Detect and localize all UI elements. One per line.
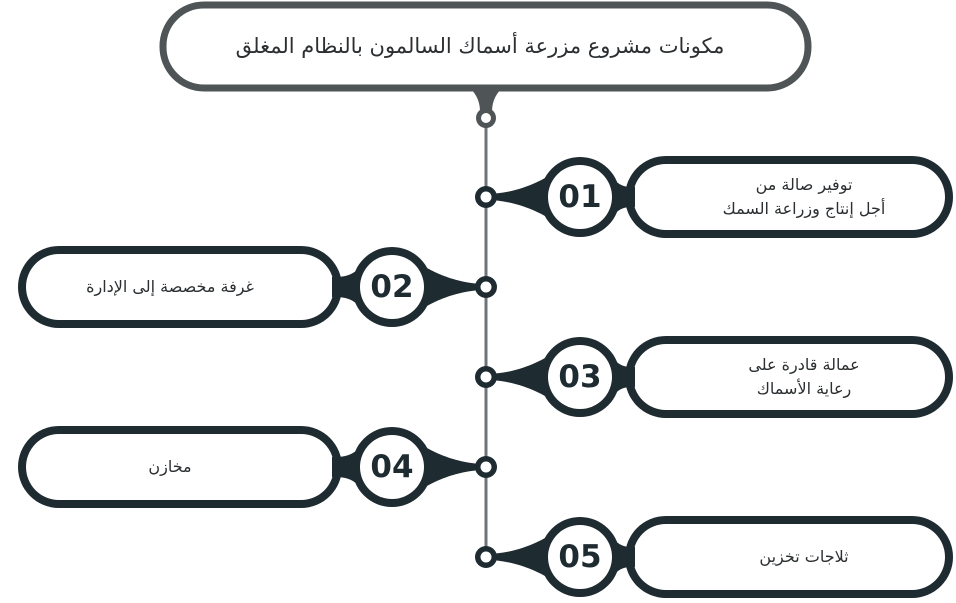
spine-node-dot — [480, 461, 492, 473]
number-circle — [360, 255, 424, 319]
item-label: توفير صالة من أجل إنتاج وزراعة السمك — [722, 175, 886, 218]
item-pill — [26, 254, 334, 320]
item-number: 01 — [558, 179, 602, 215]
diagram-title: مكونات مشروع مزرعة أسماك السالمون بالنظا… — [235, 34, 725, 58]
item-label: غرفة مخصصة إلى الإدارة — [86, 277, 254, 296]
spine-node-dot — [480, 371, 492, 383]
spine-node-dot — [480, 191, 492, 203]
item-number: 04 — [370, 449, 414, 485]
item-pill — [633, 344, 945, 410]
item-connector — [422, 265, 486, 309]
item-pill — [633, 164, 945, 230]
spine-top-node-dot — [481, 113, 491, 123]
spine-node-dot — [480, 281, 492, 293]
item-number: 05 — [558, 539, 602, 575]
number-circle — [548, 345, 612, 409]
item-pill — [633, 524, 945, 590]
item-connector — [422, 445, 486, 489]
items-layer — [18, 156, 953, 598]
item-connector — [486, 355, 550, 399]
item-label: عمالة قادرة على رعاية الأسماك — [748, 355, 860, 398]
item-pill — [26, 434, 334, 500]
item-connector — [486, 535, 550, 579]
item-label: ثلاجات تخزين — [759, 547, 849, 566]
number-circle — [548, 525, 612, 589]
item-label: مخازن — [148, 457, 192, 476]
number-circle — [360, 435, 424, 499]
item-connector — [486, 175, 550, 219]
spine-node-dot — [480, 551, 492, 563]
item-number: 03 — [558, 359, 602, 395]
number-circle — [548, 165, 612, 229]
item-number: 02 — [370, 269, 414, 305]
title-connector — [470, 88, 502, 112]
